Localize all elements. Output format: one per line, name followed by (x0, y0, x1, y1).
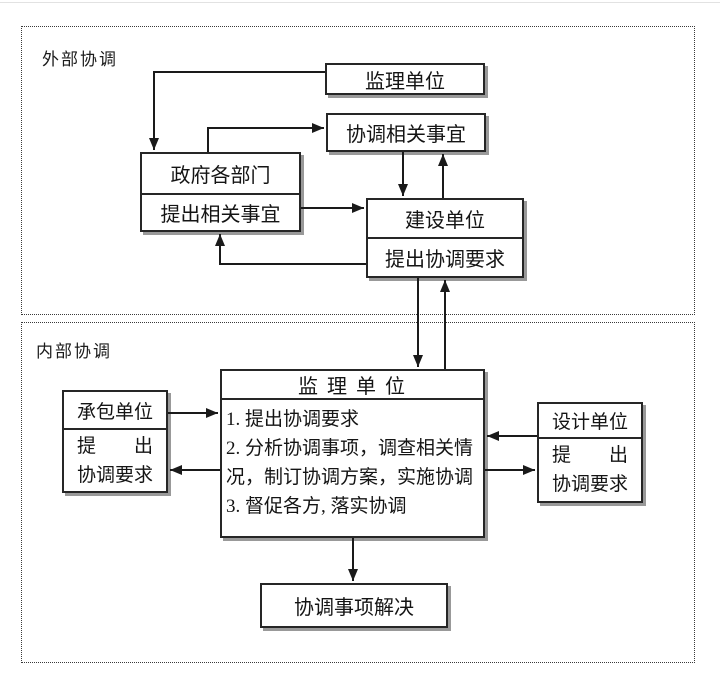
section-external-coordination (21, 26, 695, 315)
box-design-unit-request: 提 出 协调要求 (539, 439, 641, 501)
image-top-edge-line (0, 2, 720, 3)
box-internal-supervision-unit: 监 理 单 位 1. 提出协调要求 2. 分析协调事项，调查相关情况，制订协调方… (220, 369, 485, 538)
box-design-unit-request-line2: 协调要求 (551, 474, 628, 495)
box-government-departments: 政府各部门 提出相关事宜 (140, 152, 301, 232)
section-internal-label: 内部协调 (36, 342, 112, 361)
box-construction-unit-subtitle: 提出协调要求 (385, 249, 505, 271)
box-contractor-unit-request-line1: 提 出 (76, 435, 153, 457)
section-external-label: 外部协调 (42, 50, 118, 69)
supervision-task-3: 3. 督促各方, 落实协调 (226, 496, 407, 517)
box-external-supervision-unit-title: 监理单位 (365, 71, 445, 93)
box-internal-supervision-unit-tasks: 1. 提出协调要求 2. 分析协调事项，调查相关情况，制订协调方案，实施协调 3… (222, 400, 483, 536)
box-coordination-resolved: 协调事项解决 (260, 583, 448, 628)
box-contractor-unit: 承包单位 提 出 协调要求 (62, 390, 168, 493)
box-coordination-resolved-title: 协调事项解决 (294, 597, 414, 619)
supervision-task-1: 1. 提出协调要求 (226, 409, 360, 430)
box-internal-supervision-unit-title: 监 理 单 位 (222, 371, 483, 400)
supervision-task-2: 2. 分析协调事项，调查相关情况，制订协调方案，实施协调 (226, 438, 474, 488)
box-design-unit: 设计单位 提 出 协调要求 (537, 402, 643, 503)
box-external-supervision-unit: 监理单位 (325, 63, 485, 95)
box-contractor-unit-request: 提 出 协调要求 (64, 430, 166, 491)
box-design-unit-title: 设计单位 (539, 404, 641, 439)
box-coordinate-related-matters-title: 协调相关事宜 (346, 124, 466, 146)
box-design-unit-request-line1: 提 出 (551, 445, 628, 466)
box-contractor-unit-request-line2: 协调要求 (76, 464, 153, 486)
box-coordinate-related-matters: 协调相关事宜 (326, 113, 486, 152)
section-internal-coordination (21, 322, 695, 663)
box-contractor-unit-title: 承包单位 (64, 392, 166, 430)
box-government-departments-title: 政府各部门 (142, 154, 299, 195)
box-government-departments-subtitle: 提出相关事宜 (160, 204, 281, 226)
box-construction-unit: 建设单位 提出协调要求 (366, 198, 524, 278)
box-construction-unit-title: 建设单位 (368, 200, 522, 239)
